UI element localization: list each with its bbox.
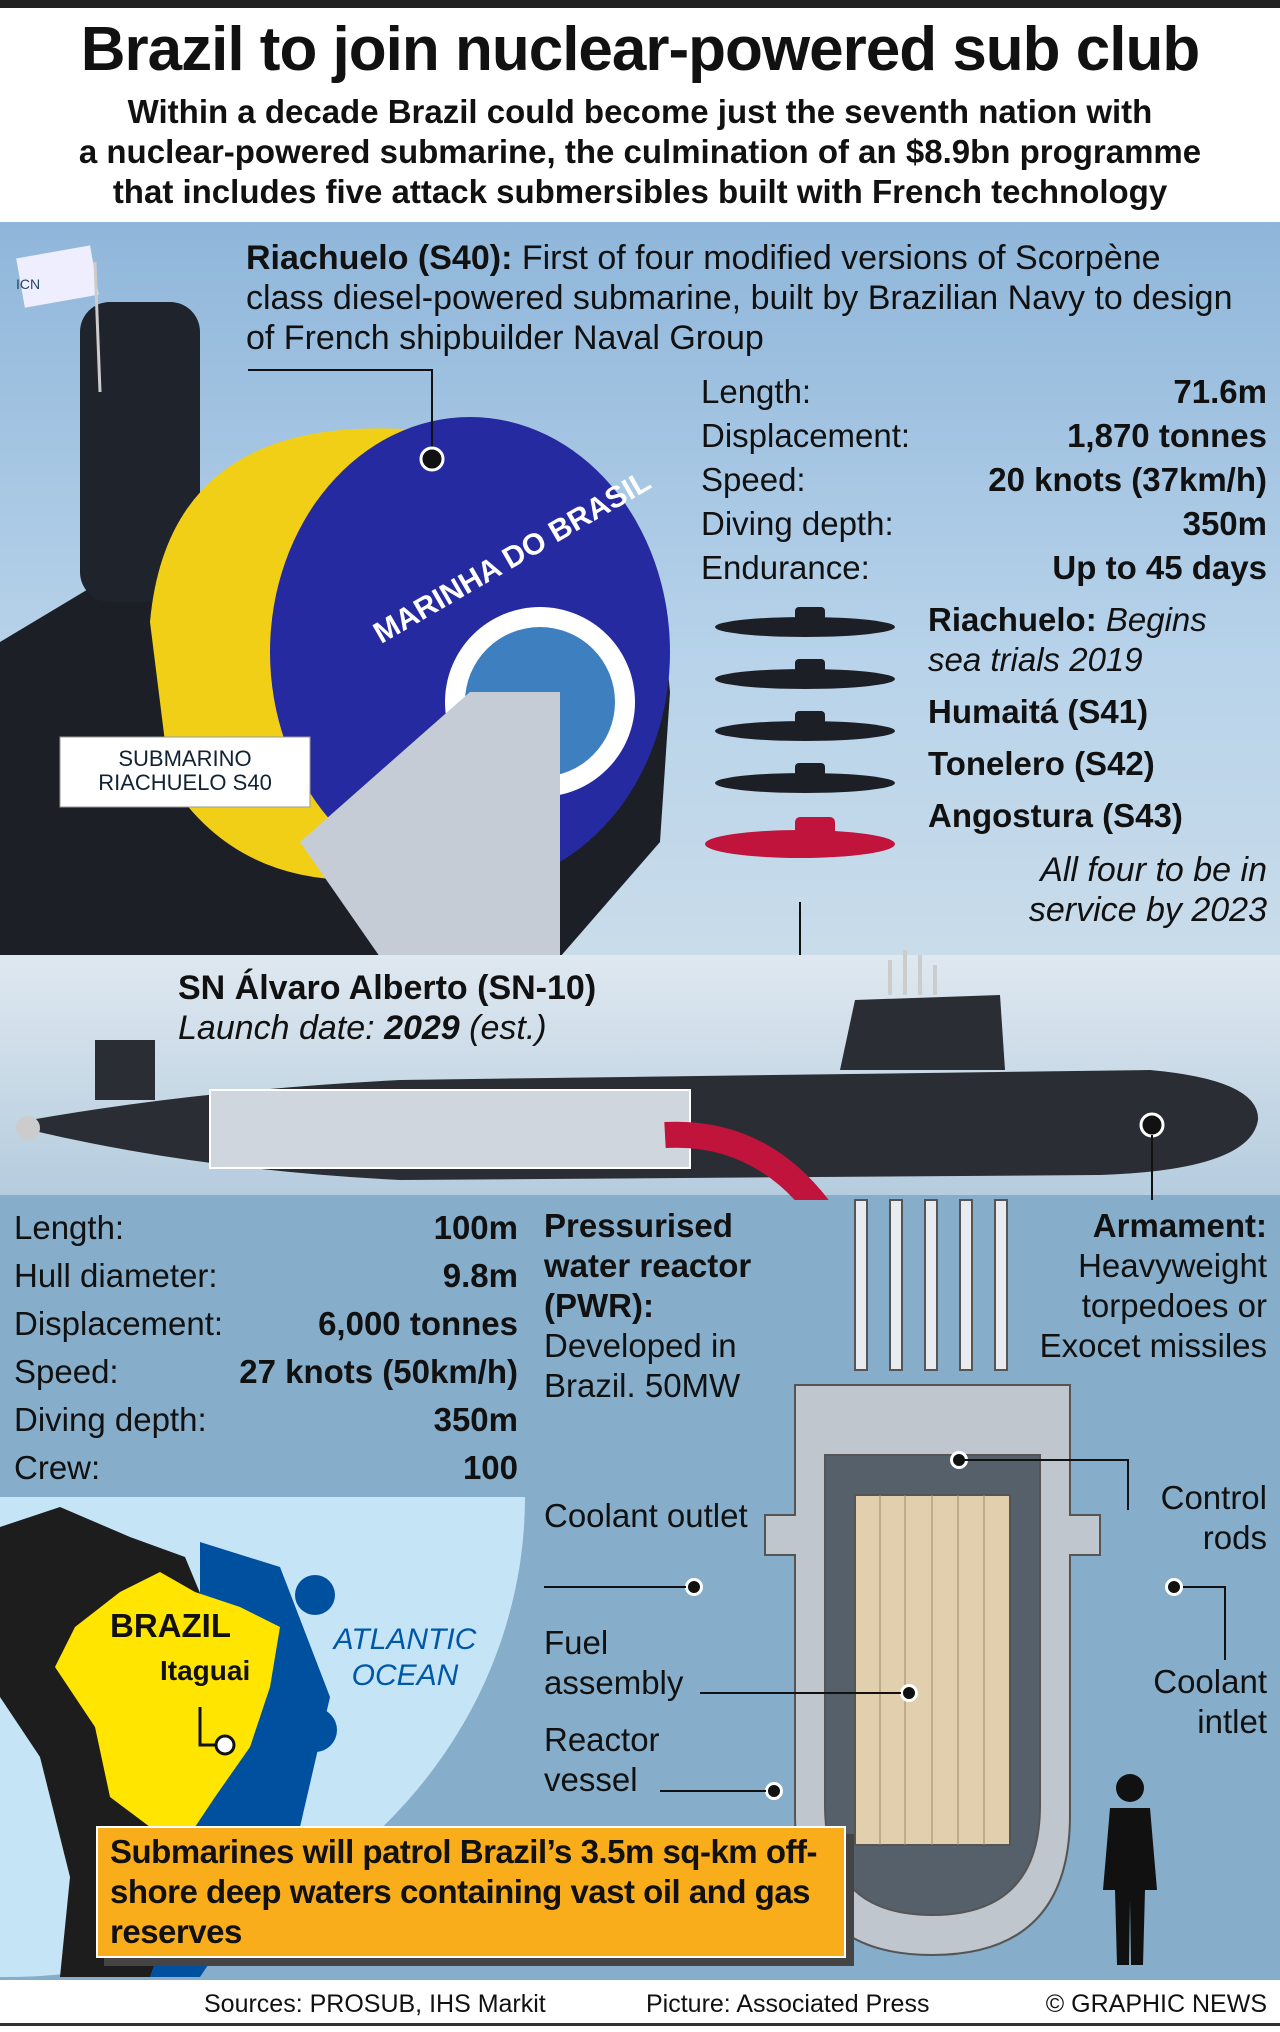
spec-row: Diving depth:350m [14,1401,518,1438]
riachuelo-specs: Length:71.6m Displacement:1,870 tonnes S… [701,370,1267,590]
subs-note: All four to be in service by 2023 [1028,851,1267,929]
fuel-assembly-label: Fuel assembly [544,1624,684,1701]
photo-sign: SUBMARINO RIACHUELO S40 [60,747,310,795]
armament-info: Armament:Heavyweight torpedoes or Exocet… [1039,1207,1267,1364]
ocean-label: ATLANTIC OCEAN [333,1623,477,1692]
city-label: Itaguai [160,1655,251,1686]
flag-text: ICN [16,276,40,292]
submarine-photo-illustration: ICN [0,245,670,957]
spec-row: Displacement:6,000 tonnes [14,1305,518,1342]
top-rule [0,0,1280,8]
sub-list-item: Humaitá (S41) [928,693,1149,730]
callout-box: Submarines will patrol Brazil’s 3.5m sq-… [96,1826,846,1958]
nuclear-submarine-illustration [16,950,1259,1200]
brazil-map: BRAZIL Itaguai ATLANTIC OCEAN [0,1497,525,1977]
reactor-vessel-marker [765,1782,783,1800]
spec-row: Speed:20 knots (37km/h) [701,461,1267,498]
spec-row: Diving depth:350m [701,505,1267,542]
nuclear-sub-silhouette-icon [705,817,895,858]
control-rods-label: Control rods [1160,1479,1267,1556]
sub-list: Riachuelo: Begins sea trials 2019 Humait… [928,600,1268,836]
footer: Sources: PROSUB, IHS Markit Picture: Ass… [0,1980,1280,2026]
sources: Sources: PROSUB, IHS Markit [204,1990,546,2018]
riachuelo-desc: First of four modified versions of Scorp… [246,239,1233,357]
subtitle-line: Within a decade Brazil could become just… [127,93,1153,130]
leader-lines [248,369,801,957]
sub-silhouette-icon [715,711,895,741]
coolant-inlet-label: Coolant intlet [1153,1663,1267,1740]
reactor-illustration [764,1199,1101,1957]
spec-row: Displacement:1,870 tonnes [701,417,1267,454]
reactor-vessel-label: Reactor vessel [544,1721,660,1798]
spec-row: Length:71.6m [701,373,1267,410]
subtitle-line: a nuclear-powered submarine, the culmina… [78,133,1202,170]
riachuelo-description: Riachuelo (S40): First of four modified … [246,238,1246,358]
subtitle-line: that includes five attack submersibles b… [112,173,1168,210]
copyright: © GRAPHIC NEWS [1045,1990,1267,2018]
nuclear-sub-title: SN Álvaro Alberto (SN-10) Launch date: 2… [178,969,597,1047]
spec-row: Length:100m [14,1209,518,1246]
country-label: BRAZIL [110,1607,231,1644]
sub-silhouette-icon [715,607,895,637]
sub-list-item: Tonelero (S42) [928,745,1155,782]
spec-row: Endurance:Up to 45 days [701,549,1267,586]
fuel-assembly-marker [900,1684,918,1702]
spec-row: Crew:100 [14,1449,518,1486]
sub-silhouette-icon [715,763,895,793]
spec-row: Speed:27 knots (50km/h) [14,1353,518,1390]
sign-line: RIACHUELO S40 [98,770,272,795]
riachuelo-photo: ICN MARINHA DO BRASIL SUBMARINO RIACHUEL… [0,222,1280,957]
riachuelo-name: Riachuelo (S40): [246,239,513,277]
coolant-outlet-label: Coolant outlet [544,1497,748,1534]
sub-silhouettes [705,607,895,858]
picture-credit: Picture: Associated Press [646,1990,930,2018]
sub-silhouette-icon [715,659,895,689]
sub-list-item: Angostura (S43) [928,797,1183,834]
coolant-inlet-marker [1165,1578,1183,1596]
reactor-info: Pressurised water reactor (PWR):Develope… [544,1207,752,1404]
sign-line: SUBMARINO [118,746,252,771]
page-title: Brazil to join nuclear-powered sub club [80,15,1200,84]
nuclear-specs: Length:100m Hull diameter:9.8m Displacem… [14,1204,518,1492]
coolant-outlet-marker [685,1578,703,1596]
human-scale-icon [1103,1774,1157,1965]
sub-list-item: Riachuelo: Begins sea trials 2019 [928,601,1207,678]
spec-row: Hull diameter:9.8m [14,1257,518,1294]
